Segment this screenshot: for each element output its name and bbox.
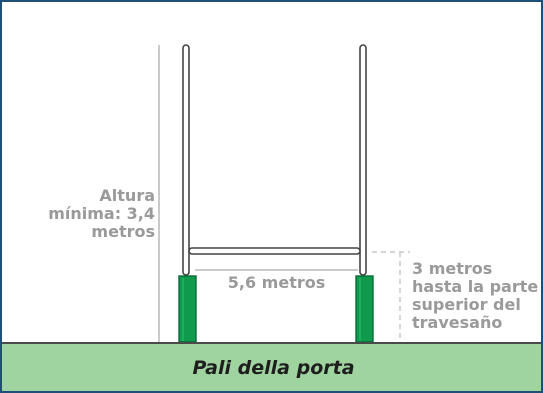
crossbar bbox=[188, 247, 361, 255]
left-post-pad bbox=[178, 275, 197, 343]
right-post-pad bbox=[355, 275, 374, 343]
right-post bbox=[359, 44, 367, 276]
left-post bbox=[182, 44, 190, 276]
ground-bar bbox=[2, 342, 541, 391]
width-label: 5,6 metros bbox=[227, 273, 326, 292]
crossbar-height-label: 3 metros hasta la parte superior del tra… bbox=[412, 259, 539, 332]
min-height-label: Altura mínima: 3,4 metros bbox=[48, 186, 155, 241]
diagram-caption: Pali della porta bbox=[192, 357, 355, 379]
